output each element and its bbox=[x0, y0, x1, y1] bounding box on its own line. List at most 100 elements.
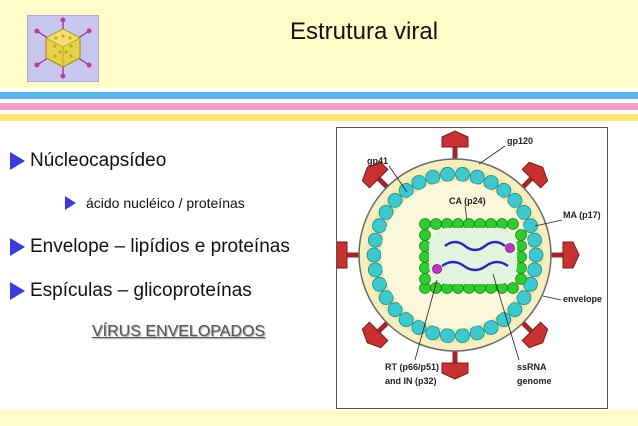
label-envelope: envelope bbox=[563, 294, 602, 304]
stripe-divider bbox=[0, 110, 638, 114]
capsid-bead bbox=[515, 251, 527, 263]
matrix-protein-bead bbox=[387, 193, 403, 208]
enveloped-virus-caption: VÍRUS ENVELOPADOS bbox=[92, 323, 266, 340]
header-band: Estrutura viral bbox=[0, 0, 638, 88]
triangle-bullet-icon bbox=[65, 196, 76, 210]
triangle-bullet-icon bbox=[10, 152, 25, 170]
capsid-bead bbox=[441, 282, 453, 294]
hiv-diagram: gp41 gp120 CA (p24) MA (p17) envelope RT… bbox=[330, 130, 602, 386]
hiv-diagram-panel: gp41 gp120 CA (p24) MA (p17) envelope RT… bbox=[330, 127, 608, 409]
footer-band bbox=[0, 410, 638, 426]
bullet-text: Envelope – lipídios e proteínas bbox=[30, 236, 290, 257]
matrix-protein-bead bbox=[368, 232, 383, 248]
capsid-bead bbox=[474, 282, 486, 294]
matrix-protein-bead bbox=[398, 312, 414, 328]
matrix-protein-bead bbox=[469, 325, 485, 341]
matrix-protein-bead bbox=[455, 166, 470, 182]
matrix-protein-bead bbox=[425, 169, 441, 185]
slide-title: Estrutura viral bbox=[290, 18, 439, 45]
capsid-bead bbox=[419, 251, 431, 263]
stripe-divider bbox=[0, 88, 638, 92]
bullet-text: Espículas – glicoproteínas bbox=[30, 280, 252, 301]
capsid-bead bbox=[515, 262, 527, 274]
capsid-bead bbox=[452, 282, 464, 294]
rna-strand-1 bbox=[444, 240, 506, 252]
capsid-bead bbox=[419, 262, 431, 274]
label-rt-line2: and IN (p32) bbox=[385, 376, 437, 386]
spike-glycoprotein bbox=[441, 130, 469, 161]
label-matrix-protein: MA (p17) bbox=[563, 210, 601, 220]
label-gp41: gp41 bbox=[367, 156, 388, 166]
capsid-bead bbox=[507, 218, 519, 230]
matrix-protein-ring bbox=[366, 166, 544, 344]
matrix-protein-bead bbox=[411, 175, 427, 190]
matrix-protein-bead bbox=[372, 218, 387, 234]
label-rt-line1: RT (p66/p51) bbox=[385, 362, 439, 372]
matrix-protein-bead bbox=[516, 290, 532, 306]
integrase-dot bbox=[432, 264, 442, 274]
capsid-bead bbox=[463, 282, 475, 294]
matrix-protein-bead bbox=[440, 166, 455, 182]
capsid-bead bbox=[419, 240, 431, 252]
matrix-protein-bead bbox=[378, 205, 394, 220]
matrix-protein-bead bbox=[455, 328, 470, 344]
stripe-pink bbox=[0, 103, 638, 110]
matrix-protein-bead bbox=[527, 262, 543, 278]
matrix-protein-bead bbox=[440, 328, 455, 344]
capsid-bead bbox=[463, 218, 475, 230]
capsid-bead bbox=[485, 218, 497, 230]
label-gp120: gp120 bbox=[507, 136, 533, 146]
capsid-bead bbox=[430, 218, 442, 230]
capsid-bead bbox=[452, 218, 464, 230]
capsid-bead bbox=[441, 218, 453, 230]
matrix-protein-bead bbox=[411, 320, 427, 335]
triangle-bullet-icon bbox=[10, 238, 25, 256]
capsid-bead bbox=[515, 240, 527, 252]
spike-glycoprotein bbox=[441, 349, 469, 380]
bullet-spikes: Espículas – glicoproteínas bbox=[10, 280, 252, 302]
stripe-yellow bbox=[0, 114, 638, 121]
adenovirus-icon bbox=[27, 15, 99, 82]
bullet-text: Núcleocapsídeo bbox=[30, 150, 167, 171]
capsid-bead bbox=[419, 218, 431, 230]
capsid-bead bbox=[485, 282, 497, 294]
bullet-nucleic-acid: ácido nucléico / proteínas bbox=[65, 195, 245, 211]
bullet-text: ácido nucléico / proteínas bbox=[86, 195, 245, 211]
spike-glycoprotein bbox=[549, 241, 580, 269]
matrix-protein-bead bbox=[507, 302, 523, 318]
matrix-protein-bead bbox=[378, 290, 394, 306]
capsid-bead bbox=[474, 218, 486, 230]
capsid-core bbox=[429, 228, 517, 284]
matrix-protein-bead bbox=[425, 325, 441, 341]
matrix-protein-bead bbox=[527, 232, 543, 248]
matrix-protein-bead bbox=[507, 193, 523, 208]
reverse-transcriptase-dot bbox=[505, 243, 515, 253]
stripe-blue bbox=[0, 92, 638, 99]
spike-glycoprotein bbox=[330, 241, 361, 269]
capsid-bead bbox=[515, 273, 527, 285]
capsid-bead bbox=[515, 229, 527, 241]
capsid-bead bbox=[419, 229, 431, 241]
bullet-nucleocapsid: Núcleocapsídeo bbox=[10, 150, 166, 172]
matrix-protein-bead bbox=[368, 262, 383, 278]
capsid-bead bbox=[507, 282, 519, 294]
matrix-protein-bead bbox=[483, 320, 499, 335]
label-capsid-protein: CA (p24) bbox=[449, 196, 486, 206]
rna-strand-2 bbox=[441, 260, 509, 272]
triangle-bullet-icon bbox=[10, 282, 25, 300]
capsid-bead bbox=[419, 273, 431, 285]
bullet-envelope: Envelope – lipídios e proteínas bbox=[10, 236, 290, 258]
matrix-protein-bead bbox=[483, 175, 499, 190]
capsid-bead bbox=[496, 218, 508, 230]
matrix-protein-bead bbox=[496, 183, 512, 198]
matrix-protein-bead bbox=[516, 205, 532, 220]
matrix-protein-bead bbox=[366, 247, 382, 263]
matrix-protein-bead bbox=[496, 312, 512, 328]
matrix-protein-bead bbox=[372, 276, 387, 292]
matrix-protein-bead bbox=[387, 302, 403, 318]
matrix-protein-bead bbox=[528, 247, 544, 263]
stripe-divider bbox=[0, 99, 638, 103]
matrix-protein-bead bbox=[469, 169, 485, 185]
leader-lines bbox=[388, 145, 563, 361]
label-ssrna-line2: genome bbox=[517, 376, 552, 386]
